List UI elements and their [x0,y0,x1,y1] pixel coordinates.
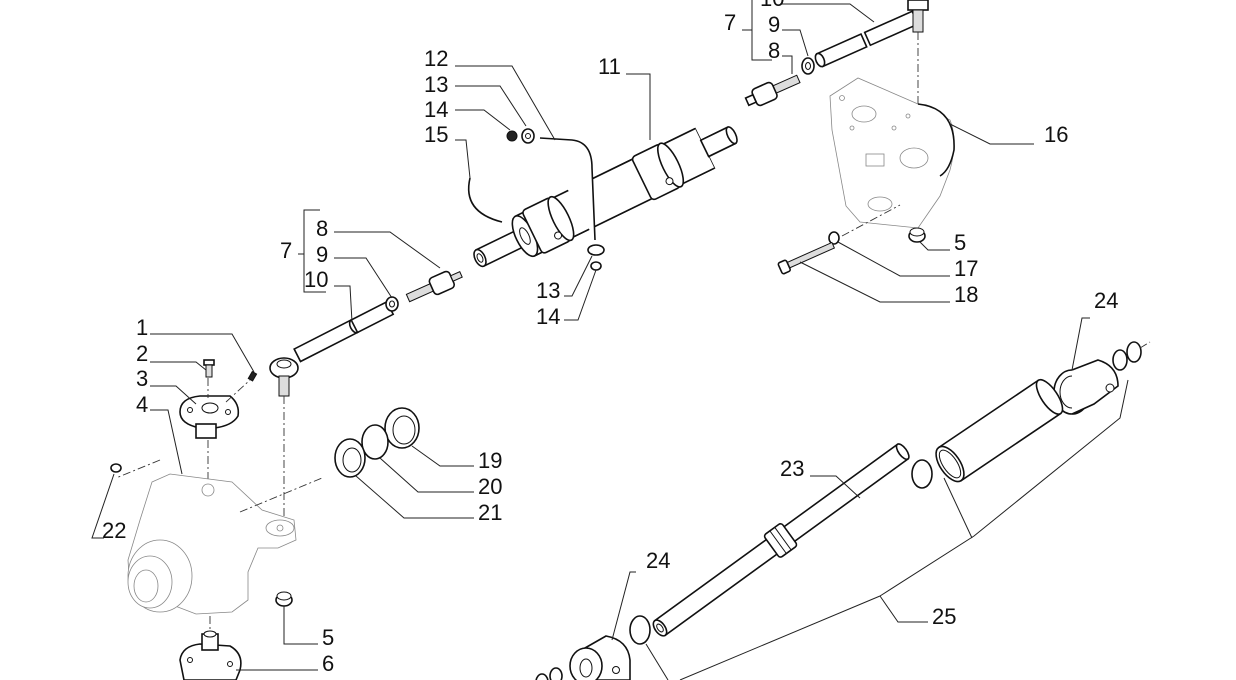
callout-8-top: 8 [768,38,780,63]
cylinder-barrel-assembly [535,341,1151,680]
callout-17: 17 [954,256,978,281]
callout-19: 19 [478,448,502,473]
callout-13-upper: 13 [424,72,448,97]
callout-10-left: 10 [304,267,328,292]
callout-8-left: 8 [316,216,328,241]
callout-25: 25 [932,604,956,629]
callout-9-left: 9 [316,242,328,267]
callout-3: 3 [136,366,148,391]
callout-24-upper: 24 [1094,288,1118,313]
leader-lines [91,0,1129,680]
callout-14-lower: 14 [536,304,560,329]
callout-18: 18 [954,282,978,307]
callout-20: 20 [478,474,502,499]
callout-23: 23 [780,456,804,481]
callout-16: 16 [1044,122,1068,147]
callout-14-upper: 14 [424,97,448,122]
steering-knuckle-right [777,77,955,275]
steering-knuckle-left [110,359,323,680]
steering-cylinder [468,126,738,271]
callout-6: 6 [322,651,334,676]
callout-labels: 10 7 9 8 12 13 14 15 11 16 5 17 18 13 14… [102,0,1118,676]
callout-5-left: 5 [322,625,334,650]
callout-15: 15 [424,122,448,147]
callout-12: 12 [424,46,448,71]
seal-group [334,407,420,478]
tie-rod-top [744,0,929,232]
callout-21: 21 [478,500,502,525]
tie-rod-left [269,270,463,520]
callout-24-lower: 24 [646,548,670,573]
callout-11: 11 [598,54,621,79]
callout-5-right: 5 [954,230,966,255]
callout-22: 22 [102,518,126,543]
callout-4: 4 [136,392,148,417]
callout-2: 2 [136,341,148,366]
callout-13-lower: 13 [536,278,560,303]
callout-1: 1 [136,315,148,340]
callout-10-top: 10 [760,0,784,11]
callout-9-top: 9 [768,12,780,37]
callout-7-top: 7 [724,10,736,35]
callout-7-left: 7 [280,238,292,263]
